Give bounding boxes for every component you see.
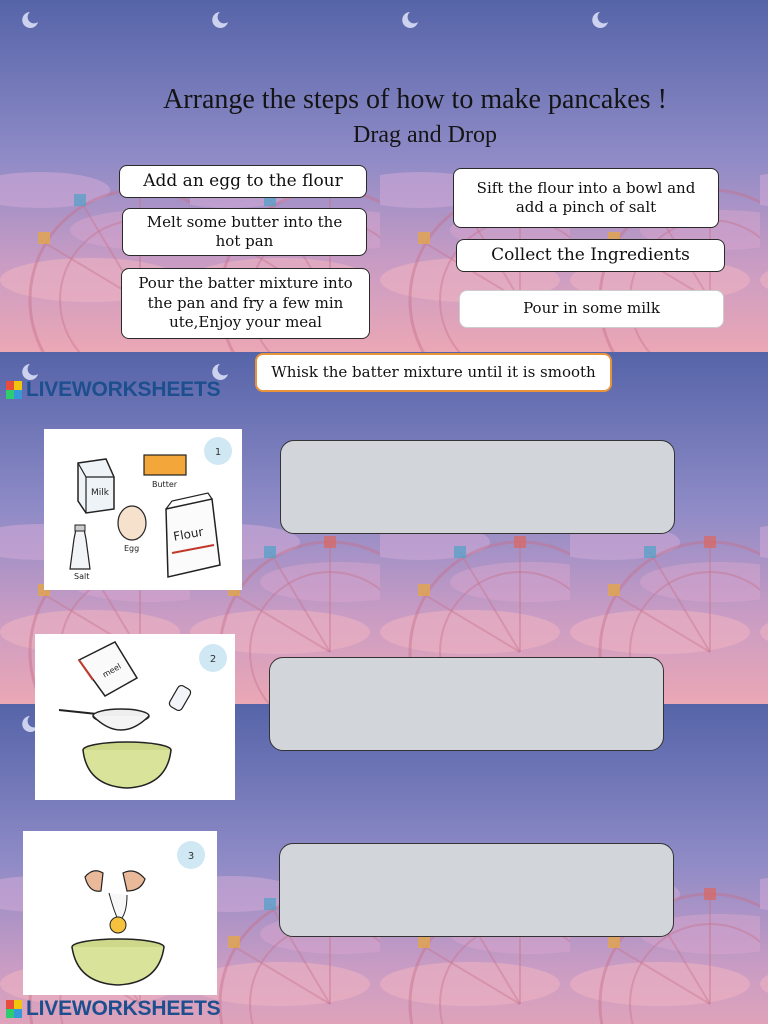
flour-bag-icon: Flour [165, 492, 221, 578]
ingredients-illustration: 1 Milk Butter Egg Salt Flour [44, 429, 242, 590]
step-number-badge: 2 [199, 644, 227, 672]
step-number-badge: 3 [177, 841, 205, 869]
svg-text:1: 1 [215, 447, 221, 458]
svg-text:Flour: Flour [172, 525, 204, 544]
svg-text:Salt: Salt [74, 572, 89, 581]
answer-chip-pour-batter[interactable]: Pour the batter mixture into the pan and… [121, 268, 370, 339]
liveworksheets-logo-bottom: LIVEWORKSHEETS [6, 997, 221, 1021]
milk-carton-icon: Milk [77, 458, 115, 514]
logo-mark-icon [6, 1000, 22, 1018]
drop-zone-step-1[interactable] [280, 440, 675, 534]
svg-text:Milk: Milk [91, 488, 110, 498]
egg-icon: Egg [117, 505, 147, 553]
logo-text: LIVEWORKSHEETS [26, 378, 221, 401]
answer-chip-collect[interactable]: Collect the Ingredients [456, 239, 725, 272]
answer-chip-sift-flour[interactable]: Sift the flour into a bowl and add a pin… [453, 168, 719, 228]
worksheet-subtitle: Drag and Drop [353, 122, 497, 148]
salt-shaker-icon: Salt [69, 524, 91, 581]
salt-shaker-icon [168, 684, 192, 712]
mixing-bowl-icon [82, 741, 172, 789]
drop-zone-step-2[interactable] [269, 657, 664, 751]
answer-chip-melt-butter[interactable]: Melt some butter into the hot pan [122, 208, 367, 256]
sift-flour-illustration: 2 meel [35, 634, 235, 800]
answer-chip-whisk[interactable]: Whisk the batter mixture until it is smo… [255, 353, 612, 392]
worksheet-title: Arrange the steps of how to make pancake… [163, 84, 667, 115]
butter-icon: Butter [143, 454, 187, 489]
mixing-bowl-icon [71, 938, 165, 986]
liveworksheets-logo: LIVEWORKSHEETS [6, 378, 221, 402]
step-number-badge: 1 [204, 437, 232, 465]
svg-text:Butter: Butter [152, 480, 178, 489]
answer-chip-milk[interactable]: Pour in some milk [459, 290, 724, 328]
logo-mark-icon [6, 381, 22, 399]
crack-egg-illustration: 3 [23, 831, 217, 995]
svg-text:Egg: Egg [124, 544, 139, 553]
svg-text:2: 2 [210, 654, 216, 665]
svg-text:3: 3 [188, 851, 194, 862]
answer-chip-add-egg[interactable]: Add an egg to the flour [119, 165, 367, 198]
drop-zone-step-3[interactable] [279, 843, 674, 937]
sieve-icon [58, 708, 150, 731]
flour-bag-pouring-icon: meel [77, 641, 139, 697]
logo-text: LIVEWORKSHEETS [26, 997, 221, 1020]
cracked-egg-icon [84, 870, 146, 934]
